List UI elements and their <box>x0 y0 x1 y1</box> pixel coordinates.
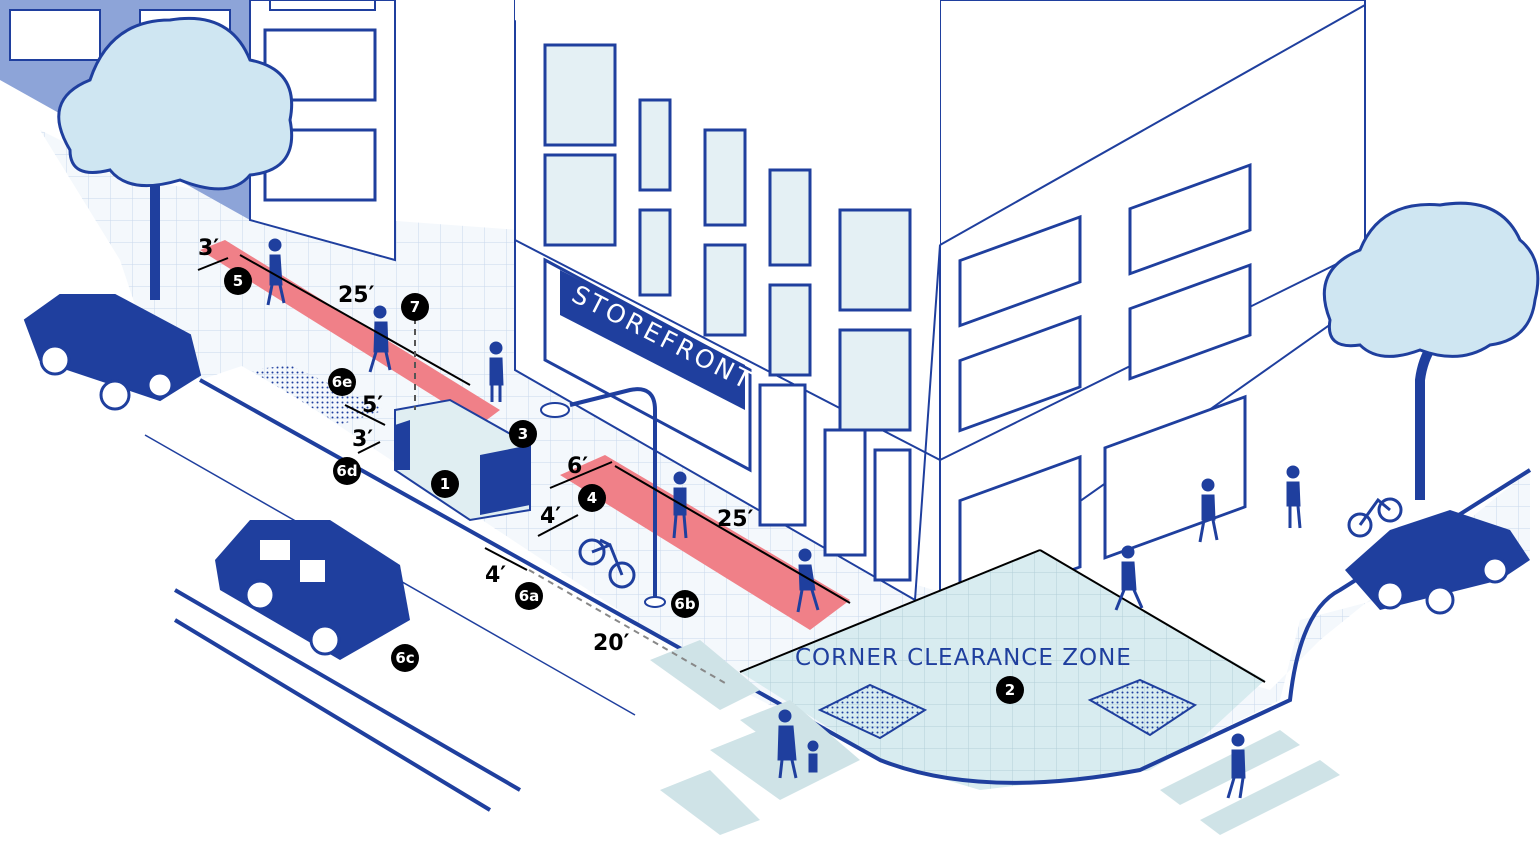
utility-block <box>394 398 531 522</box>
crosswalk-left <box>650 640 860 835</box>
dim-clearance-20: 20′ <box>593 631 630 656</box>
pedestrian <box>1286 465 1302 529</box>
marker-4: 4 <box>578 484 606 512</box>
crosswalk-right <box>1160 730 1340 835</box>
marker-6a: 6a <box>515 582 543 610</box>
svg-text:6a: 6a <box>519 587 540 605</box>
dim-front-4b: 4′ <box>485 563 506 588</box>
pedestrian <box>1226 733 1246 799</box>
svg-text:3: 3 <box>518 425 528 443</box>
curb-line <box>199 378 1532 785</box>
bollard-zone <box>250 365 385 425</box>
back-red-zone <box>200 240 500 425</box>
marker-6c: 6c <box>391 644 419 672</box>
pedestrian <box>1198 478 1219 543</box>
bike-right <box>1347 497 1403 538</box>
pedestrian <box>777 709 798 779</box>
svg-text:6d: 6d <box>336 462 357 480</box>
dim-front-width: 6′ <box>567 454 588 479</box>
pedestrian <box>807 740 819 773</box>
marker-5: 5 <box>224 267 252 295</box>
marker-3: 3 <box>509 420 537 448</box>
pedestrian <box>489 341 504 402</box>
pedestrian <box>1114 545 1144 611</box>
svg-text:7: 7 <box>410 298 420 316</box>
svg-text:2: 2 <box>1005 681 1015 699</box>
sidewalk <box>110 200 1530 790</box>
bike-left <box>578 538 636 589</box>
dimension-arrows <box>197 254 851 684</box>
dim-back-length: 25′ <box>338 283 375 308</box>
street-light <box>540 387 666 608</box>
marker-2: 2 <box>996 676 1024 704</box>
svg-text:6c: 6c <box>395 649 414 667</box>
front-red-zone <box>560 455 850 630</box>
dim-back-width: 3′ <box>198 236 219 261</box>
dim-front-length: 25′ <box>717 507 754 532</box>
main-building: STOREFRONT <box>514 0 1366 613</box>
road-edge <box>173 588 522 812</box>
marker-1: 1 <box>431 470 459 498</box>
marker-7: 7 <box>401 293 429 321</box>
svg-text:1: 1 <box>440 475 450 493</box>
dim-offset-5: 5′ <box>362 393 383 418</box>
corner-zone-label: CORNER CLEARANCE ZONE <box>795 645 1132 671</box>
ramp-left <box>817 683 928 740</box>
ramp-right <box>1087 678 1198 737</box>
tree-right <box>1322 201 1540 500</box>
pedestrian <box>368 305 392 373</box>
svg-text:4: 4 <box>587 489 597 507</box>
dim-offset-3: 3′ <box>352 427 373 452</box>
marker-6b: 6b <box>671 590 699 618</box>
car-left <box>23 294 202 411</box>
marker-6d: 6d <box>333 457 361 485</box>
pedestrian <box>672 471 688 539</box>
dim-front-4a: 4′ <box>540 504 561 529</box>
svg-text:6e: 6e <box>332 373 353 391</box>
svg-text:5: 5 <box>233 272 243 290</box>
marker-6e: 6e <box>328 368 356 396</box>
van <box>215 520 410 660</box>
tree-left <box>57 16 294 300</box>
storefront-sign-panel <box>560 270 745 410</box>
svg-text:6b: 6b <box>674 595 695 613</box>
car-right <box>1345 510 1530 615</box>
